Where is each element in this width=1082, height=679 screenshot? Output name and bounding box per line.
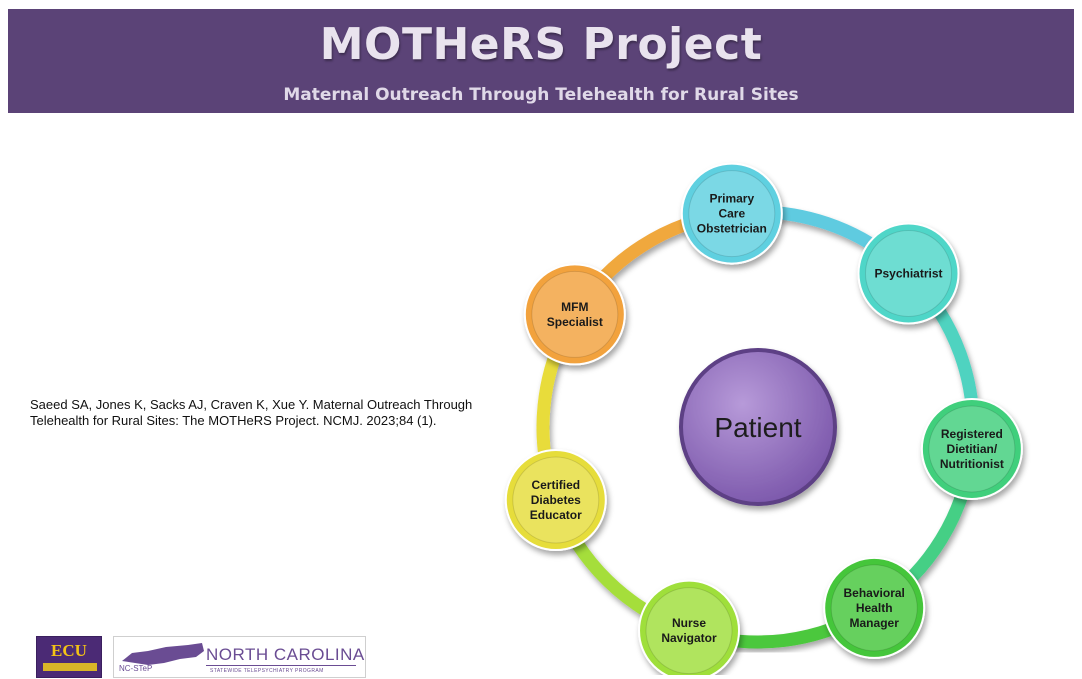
team-member-label: Psychiatrist [874, 266, 942, 280]
patient-circle [679, 348, 837, 506]
team-member-inner-ring [512, 456, 600, 544]
ecu-logo: ECU [36, 636, 102, 678]
north-carolina-map-icon [122, 643, 204, 665]
nc-logo-divider [206, 665, 356, 666]
team-member-label: Obstetrician [697, 222, 767, 236]
ecu-logo-text: ECU [51, 641, 87, 660]
team-member-inner-ring [531, 270, 619, 358]
team-member-label: Dietitian/ [947, 442, 998, 456]
team-member-circle [920, 397, 1023, 500]
team-member-circle [823, 556, 926, 659]
patient-label: Patient [714, 412, 801, 443]
team-member-circle [638, 579, 741, 679]
team-member-circle [857, 222, 960, 325]
team-member-label: Behavioral [844, 586, 905, 600]
project-title: MOTHeRS Project [319, 19, 763, 70]
team-member-label: Registered [941, 427, 1003, 441]
team-member-label: Health [856, 601, 893, 615]
team-member-label: Primary [709, 192, 754, 206]
team-member-node: Psychiatrist [857, 222, 960, 325]
title-banner: MOTHeRS Project Maternal Outreach Throug… [8, 9, 1074, 113]
team-member-label: Care [718, 207, 745, 221]
team-member-circle [504, 449, 607, 552]
team-member-label: Diabetes [531, 493, 581, 507]
citation: Saeed SA, Jones K, Sacks AJ, Craven K, X… [30, 397, 500, 429]
ecu-logo-bar [43, 663, 97, 671]
team-member-circle [680, 162, 783, 265]
team-member-inner-ring [865, 229, 953, 317]
team-member-inner-ring [645, 587, 733, 675]
team-member-circle [523, 263, 626, 366]
team-member-label: Nutritionist [940, 457, 1004, 471]
nc-step-logo: NC-STeP NORTH CAROLINA STATEWIDE TELEPSY… [113, 636, 366, 678]
team-member-label: Certified [531, 478, 580, 492]
team-member-inner-ring [928, 405, 1016, 493]
team-member-label: Navigator [661, 631, 717, 645]
citation-line-1: Saeed SA, Jones K, Sacks AJ, Craven K, X… [30, 397, 473, 412]
nc-logo-subtitle: STATEWIDE TELEPSYCHIATRY PROGRAM [210, 668, 324, 674]
team-member-label: Specialist [547, 315, 603, 329]
project-subtitle: Maternal Outreach Through Telehealth for… [283, 85, 799, 105]
care-team-diagram-svg: Patient PrimaryCareObstetricianPsychiatr… [504, 162, 1023, 679]
nc-logo-title: NORTH CAROLINA [206, 645, 365, 664]
team-member-label: MFM [561, 300, 588, 314]
team-member-inner-ring [688, 170, 776, 258]
citation-line-2: Telehealth for Rural Sites: The MOTHeRS … [30, 413, 437, 428]
team-member-inner-ring [830, 564, 918, 652]
team-member-label: Educator [530, 508, 582, 522]
team-member-label: Manager [850, 616, 900, 630]
nc-step-label: NC-STeP [119, 664, 153, 673]
team-member-label: Nurse [672, 616, 706, 630]
